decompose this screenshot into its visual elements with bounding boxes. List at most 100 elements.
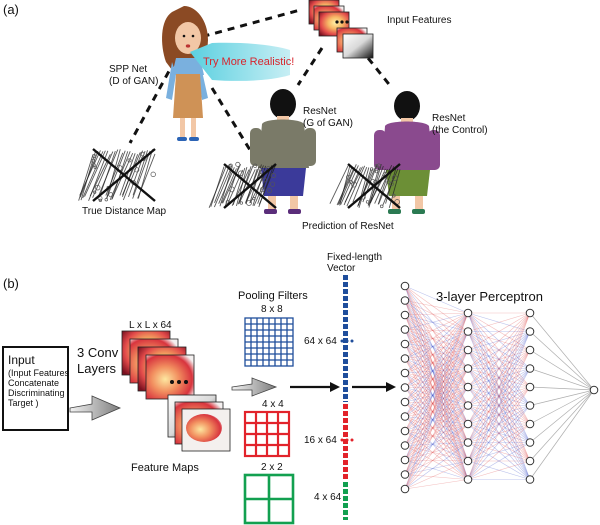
weight-edge-l2-l3 bbox=[467, 312, 531, 388]
neuron bbox=[525, 382, 535, 392]
weight-edge-l1-l2 bbox=[404, 387, 469, 480]
weight-edge-l1-l2 bbox=[404, 343, 469, 351]
weight-edge-l1-l2 bbox=[404, 312, 469, 461]
input-detail: (Input Features Concatenate Discriminati… bbox=[8, 368, 70, 408]
weight-edge-l2-l3 bbox=[467, 312, 531, 425]
weight-edge-l3-out bbox=[529, 389, 595, 406]
weight-edge-l3-out bbox=[529, 349, 595, 391]
map-dot bbox=[228, 186, 235, 193]
map-stroke bbox=[208, 166, 227, 209]
weight-edge-l1-l2 bbox=[404, 329, 469, 462]
vector-segment bbox=[343, 439, 348, 444]
weight-edge-l1-l2 bbox=[404, 343, 469, 388]
weight-edge-l1-l2 bbox=[404, 459, 469, 480]
neuron bbox=[400, 368, 410, 378]
map-stroke bbox=[329, 165, 349, 204]
weight-edge-l2-l3 bbox=[467, 349, 531, 388]
weight-edge-l1-l2 bbox=[404, 387, 469, 425]
weight-edge-l1-l2 bbox=[404, 405, 469, 446]
weight-edge-l1-l2 bbox=[404, 368, 469, 461]
map-dot bbox=[90, 158, 96, 164]
map-stroke bbox=[336, 167, 355, 206]
map-dot bbox=[379, 204, 384, 209]
weight-edge-l2-l3 bbox=[467, 331, 531, 388]
weight-edge-l1-l2 bbox=[404, 285, 469, 332]
weight-edge-l2-l3 bbox=[467, 423, 531, 480]
map-dot bbox=[127, 158, 132, 163]
map-stroke bbox=[82, 151, 104, 199]
weight-edge-l1-l2 bbox=[404, 285, 469, 314]
neuron bbox=[400, 354, 410, 363]
weight-edge-l1-l2 bbox=[404, 331, 469, 388]
vector-segment bbox=[343, 289, 348, 294]
vector-segment bbox=[343, 296, 348, 301]
weight-edge-l2-l3 bbox=[467, 349, 531, 425]
weight-edge-l1-l2 bbox=[404, 386, 469, 475]
neuron bbox=[400, 484, 410, 494]
pooling-grid-8x8 bbox=[244, 317, 294, 367]
weight-edge-l2-l3 bbox=[467, 368, 531, 462]
weight-edge-l1-l2 bbox=[404, 405, 469, 490]
spp-net-label-line2: (D of GAN) bbox=[109, 76, 159, 87]
map-diagonal bbox=[347, 163, 401, 209]
weight-edge-l1-l2 bbox=[404, 368, 469, 475]
weight-edge-l1-l2 bbox=[404, 423, 469, 432]
map-stroke bbox=[237, 165, 254, 205]
vector-segment bbox=[343, 460, 348, 465]
boy-figure-resnet-control bbox=[374, 91, 440, 214]
vector-segment bbox=[343, 467, 348, 472]
weight-edge-l1-l2 bbox=[404, 372, 469, 425]
weight-edge-l1-l2 bbox=[404, 314, 469, 351]
weight-edge-l2-l3 bbox=[467, 312, 531, 462]
weight-edge-l1-l2 bbox=[404, 314, 469, 480]
vector-segment bbox=[343, 474, 348, 479]
weight-edge-l2-l3 bbox=[467, 460, 531, 480]
weight-edge-l1-l2 bbox=[404, 358, 469, 443]
true-distance-map bbox=[78, 148, 156, 202]
weight-edge-l1-l2 bbox=[404, 358, 469, 462]
weight-edge-l1-l2 bbox=[404, 358, 469, 480]
map-dot bbox=[262, 177, 267, 183]
arrow-input-to-conv bbox=[69, 395, 122, 421]
map-stroke bbox=[253, 165, 273, 207]
speech-balloon bbox=[190, 42, 290, 81]
weight-edge-l2-l3 bbox=[467, 349, 531, 480]
conv-layers-line1: 3 Conv bbox=[77, 345, 119, 360]
weight-edge-l1-l2 bbox=[404, 459, 469, 462]
dashed-connectors bbox=[128, 8, 394, 151]
vector-segment bbox=[343, 359, 348, 364]
spp-net-label-line1: SPP Net bbox=[109, 64, 148, 75]
pooling-grid-4x4 bbox=[243, 410, 291, 458]
weight-edge-l1-l2 bbox=[404, 331, 469, 475]
vector-segment bbox=[343, 275, 348, 280]
weight-edge-l2-l3 bbox=[467, 368, 531, 388]
weight-edge-l1-l2 bbox=[404, 349, 469, 475]
neuron bbox=[400, 426, 410, 436]
weight-edge-l1-l2 bbox=[404, 372, 469, 406]
weight-edge-l1-l2 bbox=[404, 401, 469, 425]
weight-edge-l1-l2 bbox=[404, 386, 469, 403]
weight-edge-l1-l2 bbox=[404, 387, 469, 443]
vector-segment bbox=[343, 331, 348, 336]
weight-edge-l1-l2 bbox=[404, 300, 469, 462]
input-title: Input bbox=[8, 353, 35, 367]
weight-edge-l2-l3 bbox=[467, 405, 531, 443]
arrow-vector-to-perceptron-head bbox=[386, 382, 396, 392]
weight-edge-l2-l3 bbox=[467, 312, 531, 351]
weight-edge-l1-l2 bbox=[404, 423, 469, 475]
weight-edge-l1-l2 bbox=[404, 358, 469, 369]
vector-segment bbox=[343, 338, 348, 343]
weight-edge-l2-l3 bbox=[467, 312, 531, 425]
weight-edge-l1-l2 bbox=[404, 314, 469, 388]
weight-edge-l1-l2 bbox=[404, 312, 469, 330]
weight-edge-l2-l3 bbox=[467, 386, 531, 406]
map-stroke bbox=[382, 168, 399, 206]
weight-edge-l2-l3 bbox=[467, 331, 531, 480]
map-dot bbox=[150, 171, 156, 177]
map-stroke bbox=[122, 152, 141, 196]
vector-segment bbox=[343, 482, 348, 487]
weight-edge-l1-l2 bbox=[404, 285, 469, 406]
weight-edge-l2-l3 bbox=[467, 312, 531, 480]
vector-segment bbox=[343, 352, 348, 357]
weight-edge-l1-l2 bbox=[404, 386, 469, 388]
